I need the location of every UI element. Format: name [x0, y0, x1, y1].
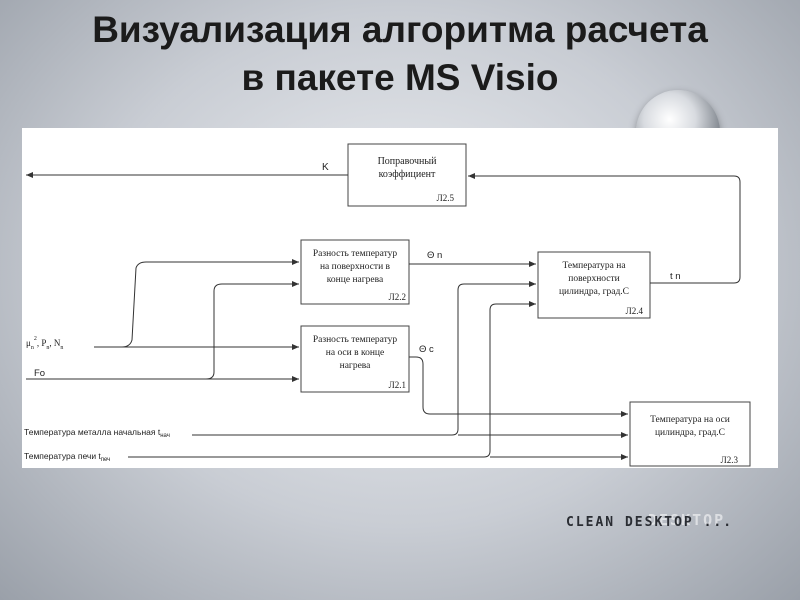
algorithm-diagram: Поправочный коэффициент Л2.5 Разность те… [22, 128, 778, 468]
block-id: Л2.2 [389, 292, 406, 302]
label-theta-n: Θ n [427, 250, 442, 261]
block-text: поверхности [568, 274, 620, 284]
block-text: на поверхности в [320, 262, 391, 272]
block-surface-temperature-difference: Разность температур на поверхности в кон… [301, 240, 409, 304]
block-surface-temperature: Температура на поверхности цилиндра, гра… [538, 252, 650, 318]
arrow-mu-to-b22 [94, 262, 299, 347]
block-text: цилиндра, град.С [559, 287, 629, 297]
label-metal-input: Температура металла начальная tнач [24, 427, 170, 439]
label-theta-c: Θ c [419, 344, 434, 355]
label-tn: t n [670, 271, 681, 282]
block-text: конце нагрева [327, 275, 384, 285]
slide-title: Визуализация алгоритма расчета в пакете … [0, 6, 800, 102]
label-mu-input: μn2, Pn, Nn [26, 336, 63, 351]
block-id: Л2.4 [626, 306, 644, 316]
title-line-1: Визуализация алгоритма расчета [92, 9, 708, 50]
diagram-panel: Поправочный коэффициент Л2.5 Разность те… [22, 128, 778, 468]
block-id: Л2.5 [437, 193, 455, 203]
block-text: Температура на [562, 261, 626, 271]
arrow-fo-to-b22 [206, 284, 299, 379]
label-furnace-input: Температура печи tпеч [24, 451, 110, 463]
block-axis-temperature-difference: Разность температур на оси в конце нагре… [301, 326, 409, 392]
brand-logo-text: CLEAN DESKTOP ... [566, 515, 733, 530]
block-text: коэффициент [379, 169, 436, 180]
block-text: цилиндра, град.С [655, 428, 725, 438]
block-text: нагрева [340, 361, 372, 371]
block-text: Температура на оси [650, 415, 730, 425]
block-text: Поправочный [378, 156, 438, 167]
arrow-theta-c [409, 357, 628, 414]
block-text: на оси в конце [326, 348, 384, 358]
label-fo: Fo [34, 368, 45, 379]
block-correction-coefficient: Поправочный коэффициент Л2.5 [348, 144, 466, 206]
block-id: Л2.3 [721, 455, 739, 465]
block-text: Разность температур [313, 335, 398, 345]
block-id: Л2.1 [389, 380, 406, 390]
title-line-2: в пакете MS Visio [241, 57, 558, 98]
label-k: K [322, 162, 329, 173]
block-text: Разность температур [313, 249, 398, 259]
block-axis-temperature: Температура на оси цилиндра, град.С Л2.3 [630, 402, 750, 466]
